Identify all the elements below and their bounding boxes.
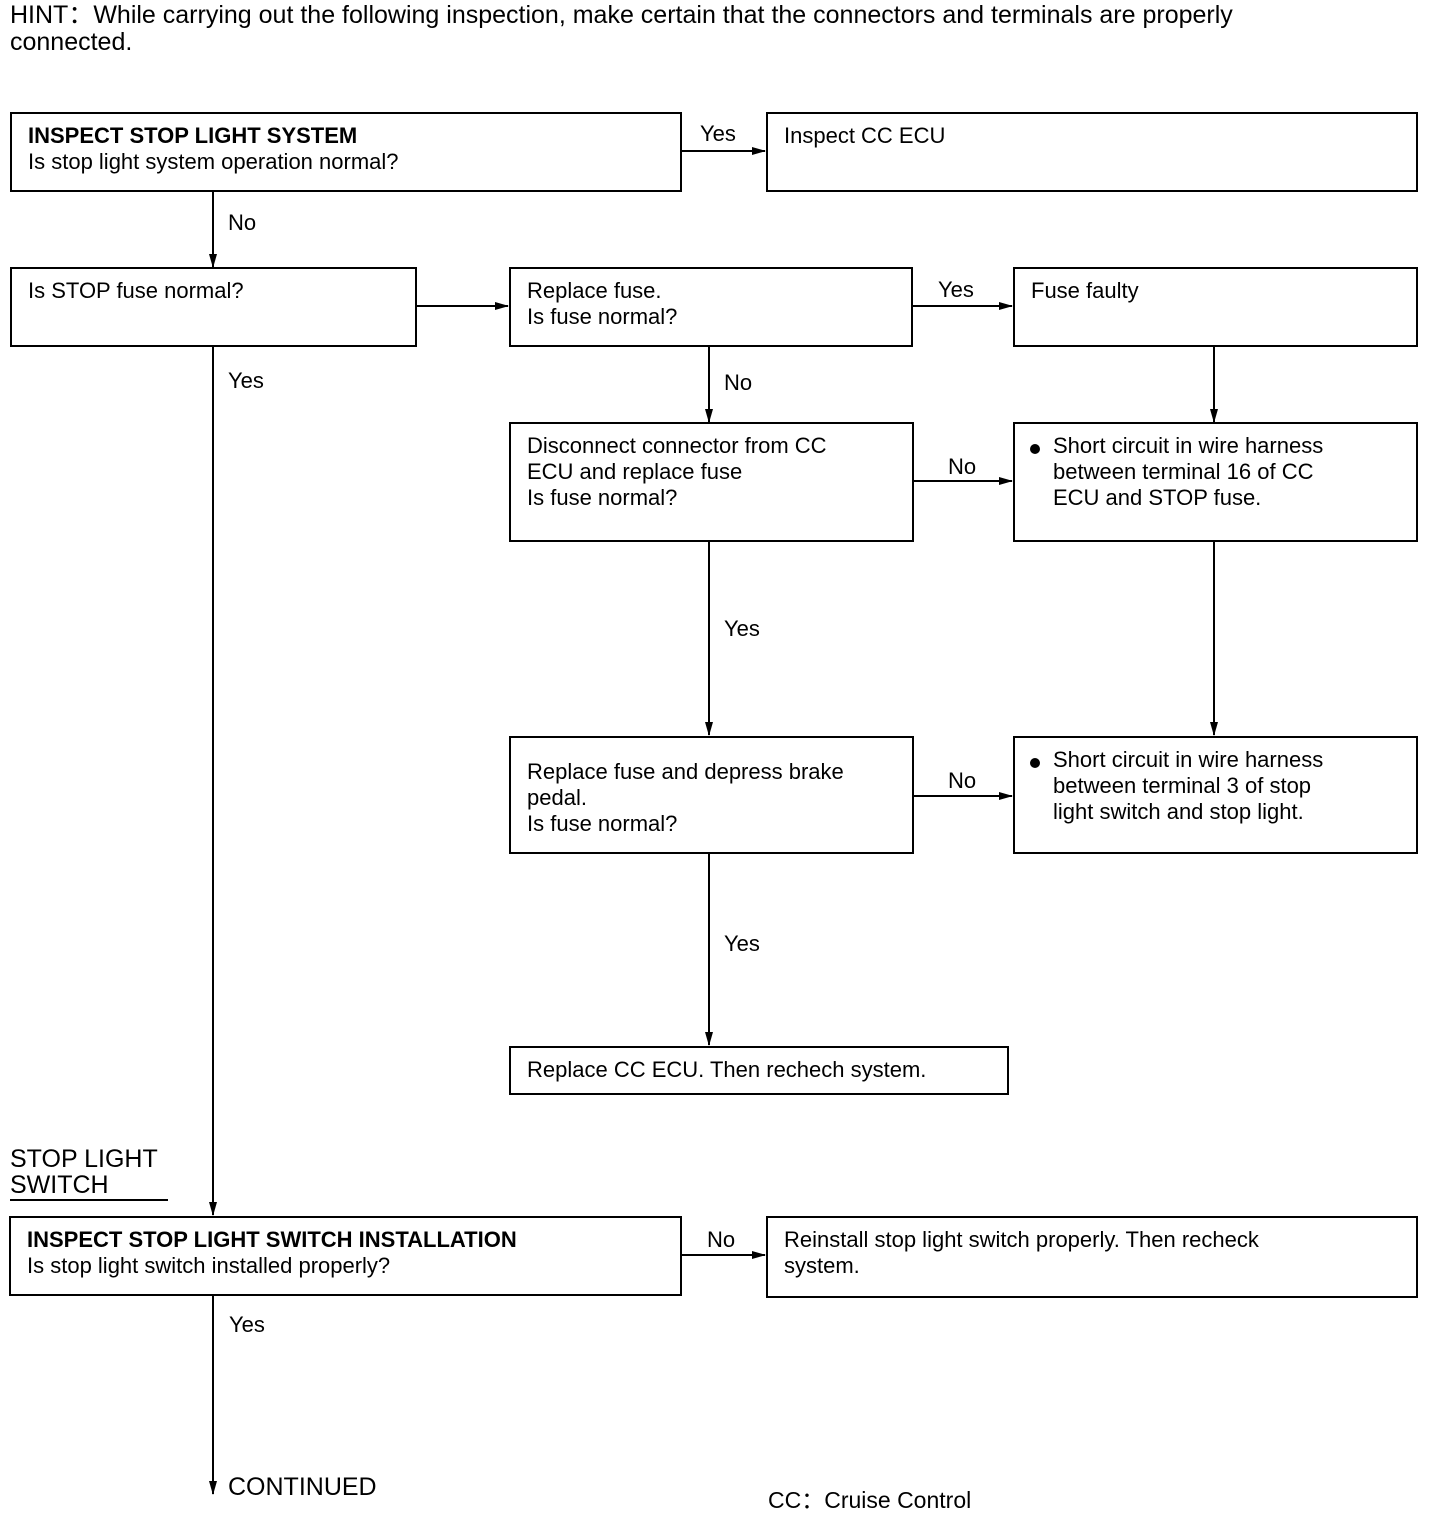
abbreviation-footnote: CC：Cruise Control <box>768 1487 972 1513</box>
label-no: No <box>948 454 977 479</box>
label-no: No <box>724 370 753 395</box>
box-question: Is fuse normal? <box>527 811 678 836</box>
box-title: INSPECT STOP LIGHT SYSTEM <box>28 123 358 148</box>
box-question: Is fuse normal? <box>527 485 678 510</box>
box-question: Is STOP fuse normal? <box>28 278 244 303</box>
box-depress-brake-pedal: Replace fuse and depress brake pedal. Is… <box>509 736 914 854</box>
box-text: between terminal 16 of CC <box>1053 459 1314 484</box>
box-inspect-stop-light-system: INSPECT STOP LIGHT SYSTEM Is stop light … <box>10 112 682 192</box>
bullet-dot <box>1030 444 1040 454</box>
box-text: Reinstall stop light switch properly. Th… <box>784 1227 1259 1252</box>
label-yes: Yes <box>228 368 264 393</box>
label-no: No <box>948 768 977 793</box>
box-short-circuit-terminal-16: Short circuit in wire harness between te… <box>1013 422 1418 542</box>
box-question: Is fuse normal? <box>527 304 678 329</box>
box-text: Short circuit in wire harness <box>1053 747 1324 772</box>
box-text: ECU and replace fuse <box>527 459 743 484</box>
label-yes: Yes <box>724 931 760 956</box>
box-text: Inspect CC ECU <box>784 123 946 148</box>
box-text: Disconnect connector from CC <box>527 433 827 458</box>
box-question: Is stop light switch installed properly? <box>27 1253 391 1278</box>
box-replace-fuse: Replace fuse. Is fuse normal? <box>509 267 913 347</box>
box-short-circuit-terminal-3: Short circuit in wire harness between te… <box>1013 736 1418 854</box>
box-replace-cc-ecu: Replace CC ECU. Then rechech system. <box>509 1046 1009 1095</box>
box-text: system. <box>784 1253 860 1278</box>
box-text: light switch and stop light. <box>1053 799 1304 824</box>
box-question: Is stop light system operation normal? <box>28 149 399 174</box>
hint-text: HINT：While carrying out the following in… <box>10 1 1233 56</box>
box-text: Fuse faulty <box>1031 278 1139 303</box>
box-text: Replace fuse. <box>527 278 662 303</box>
box-text: pedal. <box>527 785 587 810</box>
box-disconnect-connector: Disconnect connector from CC ECU and rep… <box>509 422 914 542</box>
section-heading-line: SWITCH <box>10 1171 109 1199</box>
box-inspect-switch-installation: INSPECT STOP LIGHT SWITCH INSTALLATION I… <box>9 1216 682 1296</box>
section-heading-line: STOP LIGHT <box>10 1145 158 1173</box>
bullet-dot <box>1030 758 1040 768</box>
label-no: No <box>228 210 257 235</box>
section-underline <box>10 1199 168 1201</box>
box-text: between terminal 3 of stop <box>1053 773 1312 798</box>
box-title: INSPECT STOP LIGHT SWITCH INSTALLATION <box>27 1227 517 1252</box>
label-yes: Yes <box>938 277 974 302</box>
box-fuse-faulty: Fuse faulty <box>1013 267 1418 347</box>
box-reinstall-switch: Reinstall stop light switch properly. Th… <box>766 1216 1418 1298</box>
box-text: Short circuit in wire harness <box>1053 433 1324 458</box>
label-no: No <box>707 1227 736 1252</box>
box-stop-fuse-question: Is STOP fuse normal? <box>10 267 417 347</box>
box-inspect-cc-ecu: Inspect CC ECU <box>766 112 1418 192</box>
box-text: Replace fuse and depress brake <box>527 759 844 784</box>
label-yes: Yes <box>724 616 760 641</box>
box-text: ECU and STOP fuse. <box>1053 485 1262 510</box>
section-heading: STOP LIGHT SWITCH <box>10 1145 168 1201</box>
label-yes: Yes <box>700 121 736 146</box>
label-yes: Yes <box>229 1312 265 1337</box>
box-text: Replace CC ECU. Then rechech system. <box>527 1057 927 1082</box>
continued-label: CONTINUED <box>228 1473 377 1501</box>
